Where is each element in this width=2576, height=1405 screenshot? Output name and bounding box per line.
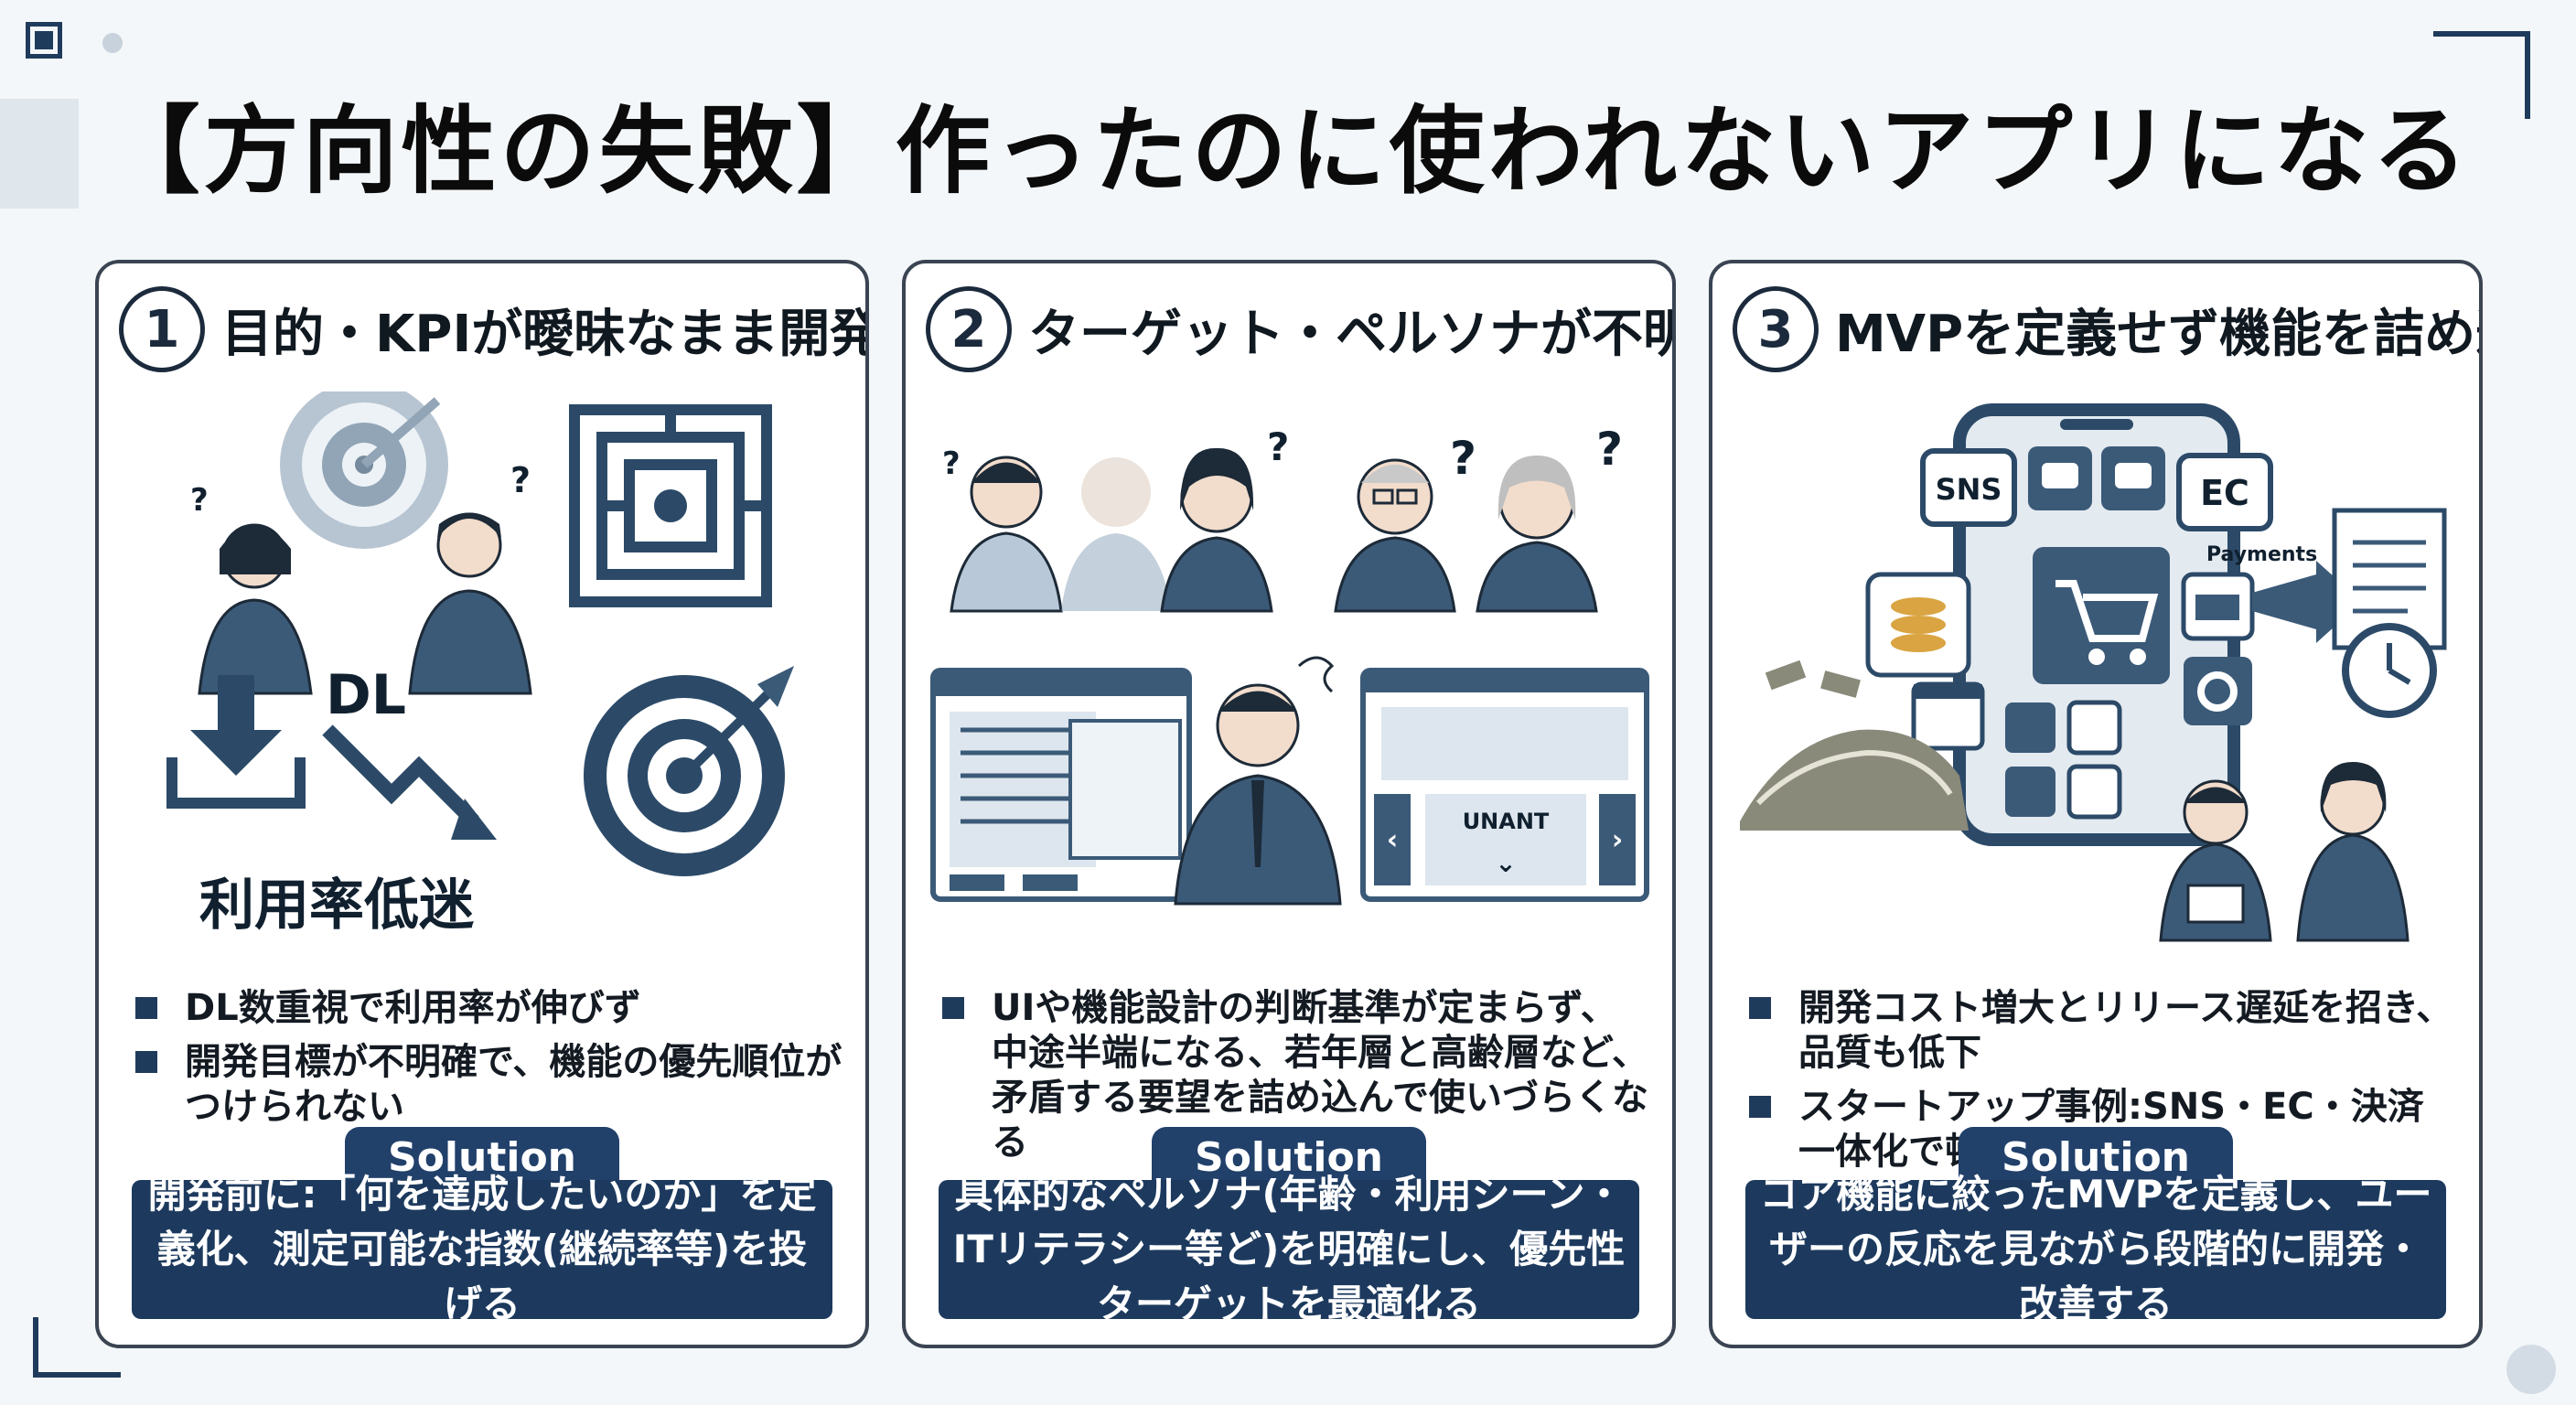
- svg-text:?: ?: [510, 460, 531, 500]
- square-bullet-icon: [1749, 997, 1771, 1019]
- corner-square-decoration: [26, 22, 62, 59]
- solution-label: Solution: [1152, 1127, 1426, 1187]
- svg-text:⌄: ⌄: [1495, 848, 1516, 878]
- app-icon: [2005, 767, 2055, 817]
- money-pile-icon: [1740, 660, 1969, 831]
- card-heading: 目的・KPIが曖昧なまま開発: [221, 304, 869, 364]
- bullet-item: 開発コスト増大とリリース遅延を招き、品質も低下: [1745, 986, 2459, 1076]
- payments-label: Payments: [2206, 543, 2317, 566]
- stressed-man-icon: [1174, 656, 1342, 906]
- blurred-target-icon: [280, 391, 448, 549]
- card-heading: MVPを定義せず機能を詰め込み: [1835, 304, 2479, 364]
- solution-label: Solution: [1959, 1127, 2233, 1187]
- square-bullet-icon: [135, 997, 157, 1019]
- card-header: 2 ターゲット・ペルソナが不明確: [926, 284, 1676, 375]
- solution-label: Solution: [345, 1127, 619, 1187]
- card-number: 2: [926, 286, 1012, 372]
- bullet-item: UIや機能設計の判断基準が定まらず、中途半端になる、若年層と高齢層など、矛盾する…: [939, 986, 1652, 1165]
- app-icon: [2005, 702, 2055, 753]
- payment-card-icon: [2181, 572, 2255, 641]
- ec-badge: EC: [2176, 453, 2273, 531]
- card-mvp: 3 MVPを定義せず機能を詰め込み SNS EC Payments: [1709, 260, 2483, 1348]
- mvp-illustration: SNS EC Payments: [1740, 403, 2447, 942]
- dl-label: DL: [326, 663, 406, 727]
- svg-text:?: ?: [1267, 424, 1289, 469]
- svg-text:?: ?: [1450, 432, 1476, 485]
- card-persona: 2 ターゲット・ペルソナが不明確 ? ?: [902, 260, 1676, 1348]
- complex-ui-window-icon: [930, 668, 1192, 902]
- card-number: 1: [119, 286, 205, 372]
- square-bullet-icon: [1749, 1096, 1771, 1118]
- bullet-item: DL数重視で利用率が伸びず: [132, 986, 845, 1031]
- kpi-illustration: ? ? DL: [166, 391, 794, 938]
- gear-icon: [2184, 657, 2252, 725]
- svg-text:‹: ‹: [1387, 824, 1398, 856]
- usage-low-caption: 利用率低迷: [199, 874, 475, 938]
- bullet-item: 開発目標が不明確で、機能の優先順位がつけられない: [132, 1040, 845, 1130]
- message-icon: [2101, 446, 2165, 510]
- corner-bracket-decoration: [2433, 31, 2530, 119]
- app-icon: [2066, 764, 2122, 820]
- persona-illustration: ? ? ? ?: [930, 423, 1649, 906]
- calendar-icon: [1911, 681, 1985, 751]
- svg-text:?: ?: [190, 482, 209, 519]
- corner-square-inner-decoration: [35, 31, 53, 49]
- app-icon: [2066, 700, 2122, 756]
- solution-box: 開発前に:「何を達成したいのか」を定義化、測定可能な指数(継続率等)を投げる: [132, 1172, 832, 1326]
- shopping-cart-icon: [2033, 547, 2170, 684]
- bullet-list: UIや機能設計の判断基準が定まらず、中途半端になる、若年層と高齢層など、矛盾する…: [939, 986, 1652, 1174]
- corner-bracket-decoration-bottom: [33, 1317, 121, 1378]
- sns-badge: SNS: [1920, 448, 2017, 527]
- stressed-workers-icon: [2159, 762, 2410, 942]
- elderly-people-icon: ? ?: [1334, 423, 1623, 613]
- solution-box: 具体的なペルソナ(年齢・利用シーン・ITリテラシー等ど)を明確にし、優先性ターゲ…: [939, 1172, 1639, 1326]
- square-bullet-icon: [135, 1051, 157, 1073]
- chat-icon: [2028, 446, 2092, 510]
- downtrend-arrow-icon: [322, 724, 497, 840]
- svg-text:?: ?: [942, 445, 961, 482]
- bullet-list: 開発コスト増大とリリース遅延を招き、品質も低下 スタートアップ事例:SNS・EC…: [1745, 986, 2459, 1184]
- card-heading: ターゲット・ペルソナが不明確: [1028, 304, 1676, 364]
- svg-text:?: ?: [1596, 423, 1623, 476]
- card-kpi: 1 目的・KPIが曖昧なまま開発 ? ?: [95, 260, 869, 1348]
- square-bullet-icon: [942, 997, 964, 1019]
- young-people-icon: ? ?: [942, 424, 1289, 613]
- card-header: 3 MVPを定義せず機能を詰め込み: [1733, 284, 2479, 375]
- svg-text:›: ›: [1612, 824, 1623, 856]
- card-number: 3: [1733, 286, 1819, 372]
- clock-icon: [2342, 623, 2437, 718]
- solution-box: コア機能に絞ったMVPを定義し、ユーザーの反応を見ながら段階的に開発・改善する: [1745, 1172, 2446, 1326]
- bullet-list: DL数重視で利用率が伸びず 開発目標が不明確で、機能の優先順位がつけられない: [132, 986, 845, 1139]
- svg-text:SNS: SNS: [1936, 472, 2002, 507]
- unant-label: UNANT: [1463, 809, 1550, 834]
- maze-icon: [569, 404, 772, 607]
- confused-people-icon: ? ?: [190, 460, 532, 695]
- card-header: 1 目的・KPIが曖昧なまま開発: [119, 284, 869, 375]
- svg-text:EC: EC: [2200, 473, 2249, 513]
- circle-decoration: [2506, 1345, 2556, 1394]
- page-title: 【方向性の失敗】作ったのに使われないアプリになる: [104, 95, 2472, 207]
- bullseye-target-icon: [584, 666, 794, 876]
- download-icon: [166, 675, 306, 809]
- dot-decoration: [102, 33, 123, 53]
- coins-icon: [1865, 572, 1971, 678]
- simple-ui-window-icon: ‹ › UNANT ⌄: [1360, 668, 1649, 902]
- block-decoration: [0, 99, 79, 209]
